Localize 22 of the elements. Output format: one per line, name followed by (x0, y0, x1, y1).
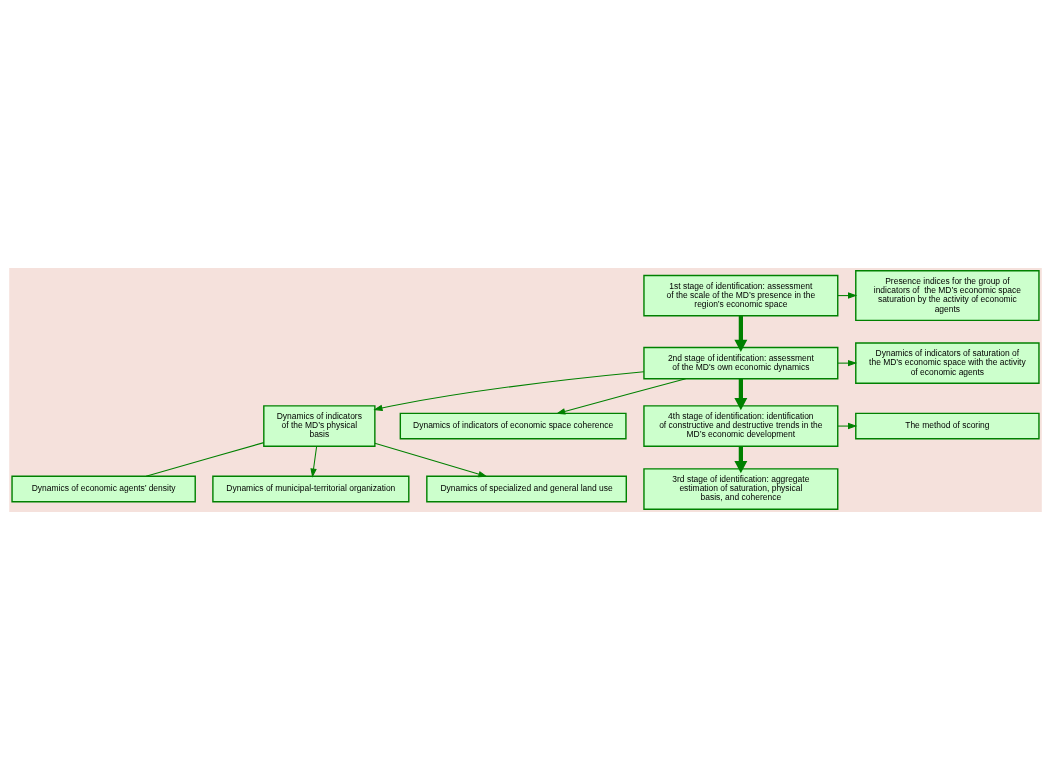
node-box: 2nd stage of identification: assessment of the MD's own economic dynamics (643, 346, 839, 379)
node-box: 3rd stage of identification: aggregate estimation of saturation, physical basis, and coherence (643, 467, 839, 510)
node-box: The method of scoring (855, 412, 1040, 439)
arrow (734, 378, 748, 410)
node-box: 1st stage of identification: assessment of the scale of the MD’s presence in the region’s economic space (643, 274, 839, 316)
node-box: Dynamics of municipal-territorial organization (212, 475, 410, 502)
node-box: Dynamics of economic agents’ density (11, 475, 196, 502)
connector (145, 441, 265, 477)
arrow (837, 291, 858, 299)
arrow (556, 377, 687, 414)
arrow (837, 422, 858, 429)
arrow (373, 370, 645, 411)
node-box: Presence indices for the group of indicators of the MD’s economic space saturation by the activity of economic agents (855, 269, 1040, 321)
arrow (310, 445, 318, 478)
node-box: Dynamics of indicators of saturation of the MD’s economic space with the activity of economic agents (855, 341, 1040, 384)
arrow (837, 359, 858, 366)
node-box: Dynamics of specialized and general land use (426, 475, 627, 502)
node-box: Dynamics of indicators of economic space coherence (399, 412, 627, 439)
node-box: Dynamics of indicators of the MD’s physical basis (263, 404, 376, 447)
arrow (734, 315, 748, 352)
arrow (374, 442, 488, 477)
node-box: 4th stage of identification: identification of constructive and destructive trends in the MD’s economic development (643, 404, 839, 447)
